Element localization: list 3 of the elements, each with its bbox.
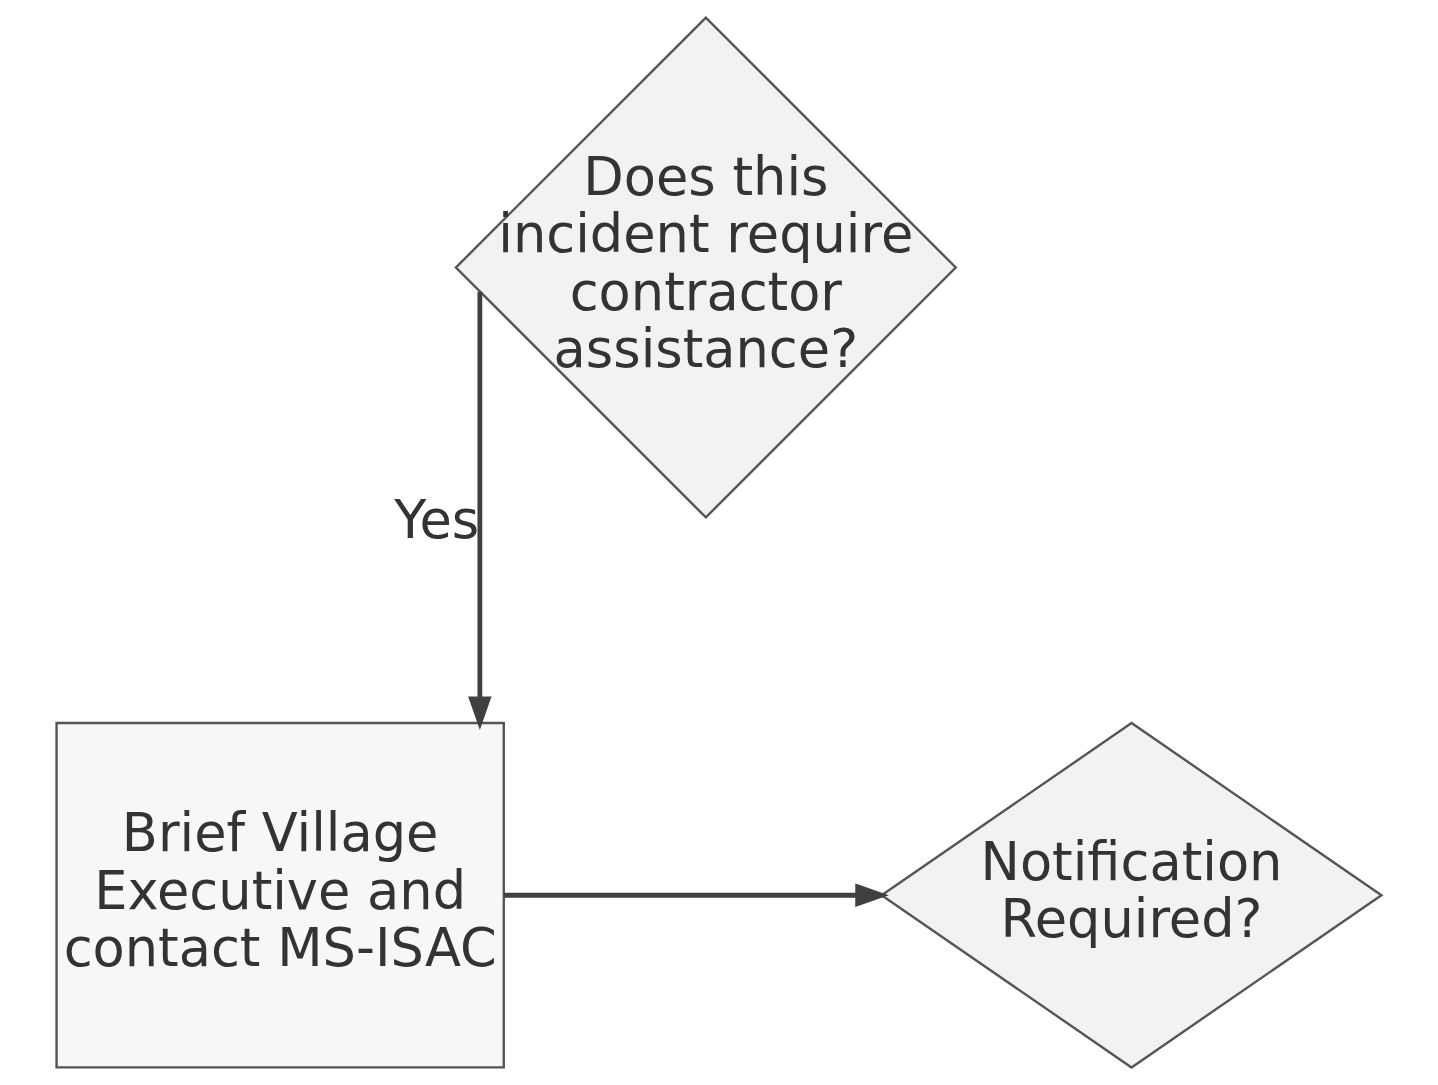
node-box: Brief Village Executive and contact MS-ISAC [55,721,505,1069]
arrow [468,292,492,730]
arrow [503,883,889,907]
